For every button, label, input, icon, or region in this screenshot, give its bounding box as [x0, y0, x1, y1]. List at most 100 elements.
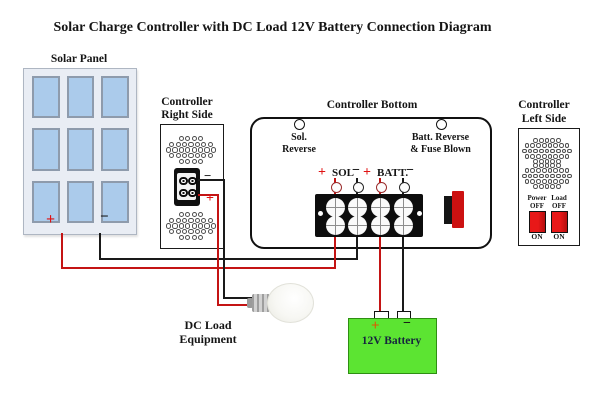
vent-hole-icon	[182, 229, 188, 235]
vent-hole-icon	[191, 147, 197, 153]
wire-solar-minus-h	[99, 258, 358, 260]
battery-plus-symbol: +	[371, 318, 380, 334]
vent-hole-icon	[185, 211, 191, 217]
vent-hole-icon	[556, 137, 561, 143]
vent-hole-icon	[191, 223, 197, 229]
controller-left-label-line1: Controller	[518, 99, 570, 111]
vent-hole-icon	[198, 135, 204, 141]
vent-hole-icon	[553, 154, 558, 159]
screw-slot	[379, 215, 381, 235]
solar-cell	[32, 76, 60, 119]
vent-hole-icon	[564, 179, 570, 184]
solar-panel	[23, 68, 137, 235]
wire-load-plus-h1	[198, 194, 219, 196]
vent-hole-icon	[561, 173, 567, 179]
load-switch-on-label: ON	[553, 232, 565, 241]
sol-minus-screw-icon	[352, 181, 364, 193]
vent-hole-icon	[198, 147, 204, 153]
vent-hole-icon	[558, 143, 564, 148]
block-screw-icon	[370, 197, 390, 217]
vent-hole-icon	[201, 153, 207, 159]
connector-hole-icon	[179, 176, 188, 186]
wire-load-minus-h2	[223, 297, 257, 299]
block-right-dot-icon	[417, 211, 422, 216]
block-screw-icon	[393, 197, 413, 217]
vent-hole-icon	[182, 217, 188, 223]
vent-hole-icon	[538, 137, 544, 143]
vent-hole-icon	[194, 229, 200, 235]
vent-hole-icon	[198, 235, 204, 241]
vent-hole-icon	[556, 162, 561, 168]
batt-reverse-led-icon	[436, 119, 447, 130]
vent-hole-icon	[188, 153, 194, 159]
wire-solar-minus-v	[99, 233, 101, 260]
controller-right-label-line1: Controller	[161, 96, 213, 108]
vent-hole-icon	[210, 223, 216, 229]
vent-hole-icon	[178, 135, 184, 141]
terminal-block	[315, 194, 423, 237]
wire-load-minus-v	[223, 179, 225, 299]
wire-solar-plus-riser	[334, 234, 336, 269]
vent-hole-icon	[191, 235, 197, 241]
battery-label: 12V Battery	[361, 335, 422, 347]
power-switch	[529, 211, 546, 233]
wire-solar-plus-h	[61, 267, 336, 269]
vent-hole-icon	[550, 162, 556, 168]
vent-hole-icon	[558, 154, 564, 159]
vent-hole-icon	[541, 143, 547, 148]
vent-hole-icon	[530, 168, 536, 173]
vent-hole-icon	[536, 143, 541, 148]
vent-hole-icon	[178, 223, 184, 229]
vent-hole-icon	[204, 147, 210, 153]
vent-hole-icon	[530, 143, 536, 148]
vent-hole-icon	[547, 179, 553, 184]
screw-slot	[379, 197, 381, 217]
sol-reverse-label: Sol.Reverse	[270, 132, 328, 156]
block-screw-icon	[325, 197, 345, 217]
vent-hole-icon	[533, 162, 538, 168]
vent-hole-icon	[169, 153, 175, 159]
vent-hole-icon	[207, 217, 213, 223]
vent-hole-icon	[188, 141, 194, 147]
vent-hole-icon	[191, 211, 197, 217]
vent-hole-icon	[544, 137, 550, 143]
vent-hole-icon	[188, 217, 194, 223]
screw-slot	[356, 215, 358, 235]
vent-hole-icon	[538, 162, 544, 168]
light-bulb-icon	[267, 283, 314, 323]
vent-hole-icon	[201, 229, 207, 235]
solar-cell	[66, 180, 95, 223]
solar-panel-label: Solar Panel	[50, 53, 108, 65]
screw-slot	[334, 197, 336, 217]
vent-hole-icon	[530, 154, 536, 159]
vent-hole-icon	[544, 173, 550, 179]
batt-reverse-label-line1: Batt. Reverse	[411, 132, 470, 143]
connector-hole-icon	[179, 188, 188, 198]
sol-reverse-led-icon	[294, 119, 305, 130]
vent-hole-icon	[178, 235, 184, 241]
vent-hole-icon	[194, 141, 200, 147]
wire-load-minus-h1	[198, 179, 225, 181]
vent-hole-icon	[172, 223, 178, 229]
vent-hole-icon	[558, 168, 564, 173]
vent-hole-icon	[561, 148, 567, 154]
wire-load-plus-h2	[217, 304, 259, 306]
vent-hole-icon	[533, 173, 538, 179]
vent-hole-icon	[553, 179, 558, 184]
vent-hole-icon	[533, 184, 538, 190]
vent-hole-icon	[541, 154, 547, 159]
vent-hole-icon	[166, 147, 172, 153]
fuse-icon	[452, 191, 464, 228]
solar-cells	[32, 76, 129, 223]
wire-solar-plus-v	[61, 233, 63, 269]
vent-hole-icon	[550, 148, 556, 154]
bulb-tip-icon	[247, 298, 253, 308]
vent-hole-icon	[541, 168, 547, 173]
vent-hole-icon	[194, 153, 200, 159]
vent-hole-icon	[198, 211, 204, 217]
vent-hole-icon	[553, 168, 558, 173]
